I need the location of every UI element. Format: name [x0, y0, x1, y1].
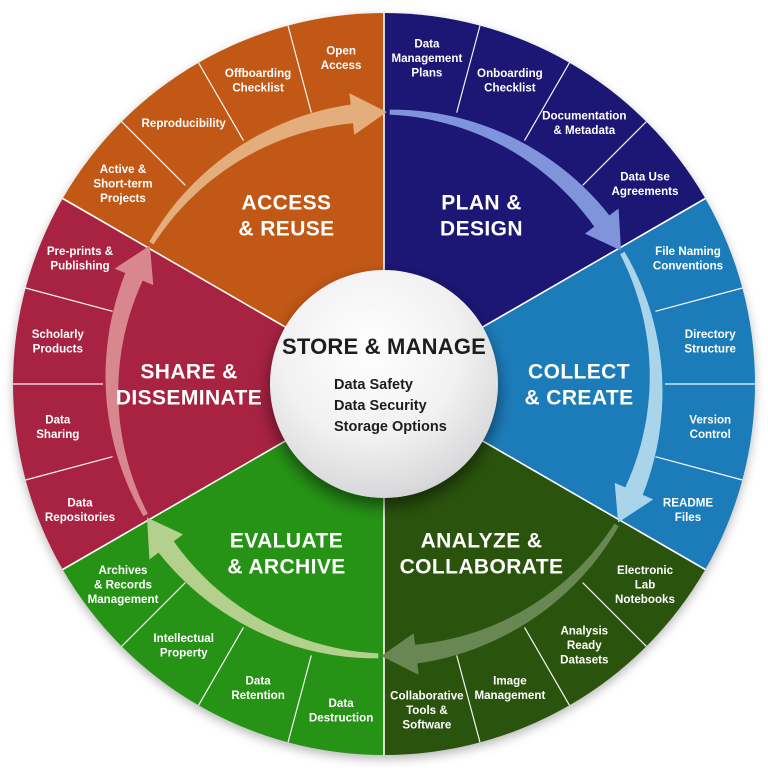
segment-label-evaluate-archive: EVALUATE& ARCHIVE [227, 529, 345, 578]
wheel-segments [12, 13, 756, 755]
center-item-2: Storage Options [334, 419, 447, 435]
segment-label-analyze-collaborate: ANALYZE &COLLABORATE [400, 529, 564, 578]
center-circle [270, 270, 498, 498]
segment-plan-design [384, 13, 706, 384]
subitem-divider [197, 62, 245, 141]
subitem-divider [582, 582, 647, 647]
subitem-divider [121, 121, 186, 186]
subitem-divider [655, 456, 743, 481]
center-title: STORE & MANAGE [282, 334, 486, 359]
segment-boundary [461, 428, 706, 571]
subitem-divider [456, 655, 481, 743]
flow-arrow-plan-design [389, 109, 621, 251]
flow-arrow-share-disseminate [105, 245, 154, 517]
subitem-divider [287, 25, 312, 113]
subitem-divider [121, 582, 186, 647]
subitem-label-plan-design-2: Documentation& Metadata [542, 110, 626, 138]
segment-boundary [62, 197, 307, 340]
flow-arrow-collect-create [614, 251, 663, 523]
subitem-divider [523, 627, 571, 706]
segment-analyze-collaborate [384, 384, 706, 755]
segment-boundary [461, 197, 706, 340]
segment-label-plan-design: PLAN &DESIGN [440, 192, 523, 241]
segment-label-collect-create: COLLECT& CREATE [525, 361, 634, 410]
segment-label-access-reuse: ACCESS& REUSE [238, 192, 334, 241]
flow-arrow-evaluate-archive [147, 517, 379, 659]
segment-collect-create [384, 198, 756, 570]
subitem-divider [287, 655, 312, 743]
segment-label-share-disseminate: SHARE &DISSEMINATE [116, 361, 262, 410]
divider-lines [13, 13, 755, 755]
subitem-divider [25, 287, 113, 312]
subitem-divider [25, 456, 113, 481]
subitem-divider [197, 627, 245, 706]
segment-access-reuse [62, 13, 384, 384]
segment-share-disseminate [12, 198, 384, 570]
subitem-divider [456, 25, 481, 113]
segment-evaluate-archive [62, 384, 384, 755]
center-item-1: Data Security [334, 398, 427, 414]
segment-boundary [62, 428, 307, 571]
subitem-divider [655, 287, 743, 312]
flow-arrow-analyze-collaborate [381, 523, 619, 675]
subitem-label-share-disseminate-3: Pre-prints &Publishing [47, 245, 114, 272]
flow-arrow-access-reuse [149, 93, 387, 245]
subitem-label-access-reuse-1: Reproducibility [142, 117, 227, 130]
center-item-0: Data Safety [334, 377, 413, 393]
flow-arrows [105, 93, 663, 675]
subitem-divider [582, 121, 647, 186]
subitem-divider [523, 62, 571, 141]
